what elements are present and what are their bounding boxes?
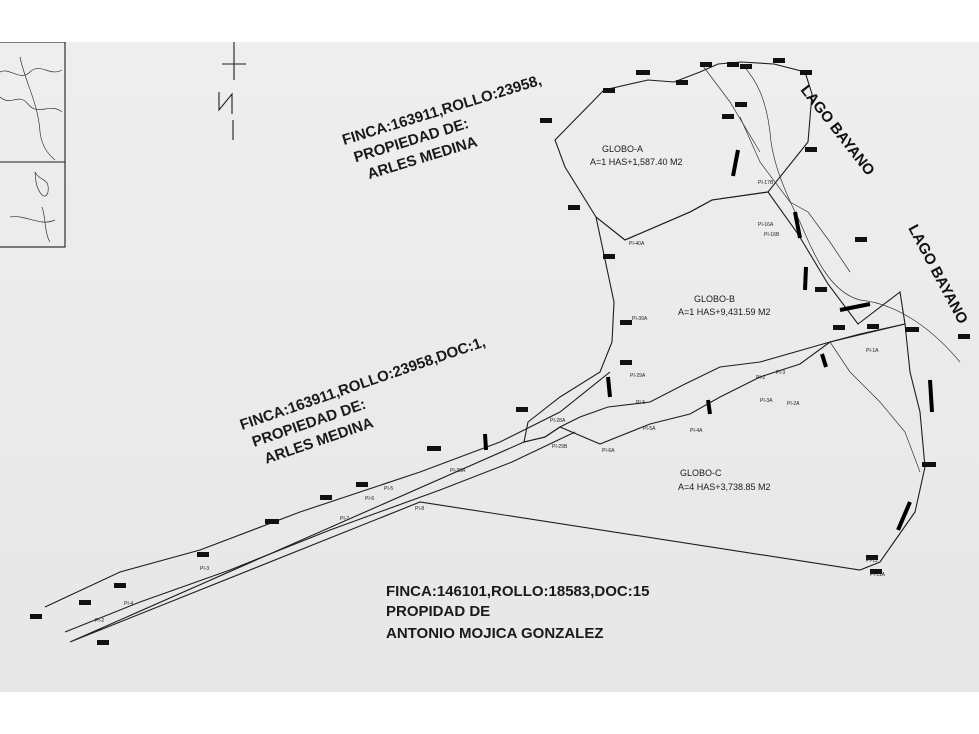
svg-text:PI-30A: PI-30A	[450, 468, 466, 474]
svg-text:PI-3: PI-3	[200, 566, 209, 572]
survey-monument-marks	[483, 149, 934, 531]
svg-text:PI-1A: PI-1A	[866, 348, 879, 354]
svg-text:PI-3: PI-3	[776, 370, 785, 376]
lake-shoreline	[741, 63, 961, 363]
svg-text:PI-4A: PI-4A	[690, 428, 703, 434]
vertex-tags	[30, 58, 970, 645]
svg-text:PI-39A: PI-39A	[632, 316, 648, 322]
parcel-label-globo-a: GLOBO-A A=1 HAS+1,587.40 M2	[590, 144, 683, 167]
svg-text:PI-6A: PI-6A	[602, 448, 615, 454]
parcel-label-globo-b: GLOBO-B A=1 HAS+9,431.59 M2	[678, 294, 771, 317]
svg-text:PI-29B: PI-29B	[552, 444, 568, 450]
point-labels: PI-17B PI-16A PI-16B PI-40A PI-39A PI-29…	[95, 180, 886, 624]
svg-text:PI-16B: PI-16B	[764, 232, 780, 238]
parcel-boundary-globo-c	[69, 323, 926, 643]
survey-plan-sheet: PI-17B PI-16A PI-16B PI-40A PI-39A PI-29…	[0, 42, 979, 692]
svg-text:PI-40A: PI-40A	[629, 241, 645, 247]
svg-text:PI-17B: PI-17B	[758, 180, 774, 186]
svg-text:PI-2: PI-2	[756, 375, 765, 381]
svg-text:PI-5: PI-5	[636, 400, 645, 406]
svg-text:A=1 HAS+9,431.59 M2: A=1 HAS+9,431.59 M2	[678, 307, 771, 317]
svg-text:PI-11A: PI-11A	[870, 572, 886, 578]
svg-text:PROPIDAD DE: PROPIDAD DE	[386, 603, 490, 620]
svg-text:PI-6: PI-6	[365, 496, 374, 502]
svg-text:PI-2A: PI-2A	[787, 401, 800, 407]
svg-text:PI-2: PI-2	[95, 618, 104, 624]
svg-text:PI-29A: PI-29A	[630, 373, 646, 379]
lake-label-2: LAGO BAYANO	[904, 222, 971, 327]
survey-map: PI-17B PI-16A PI-16B PI-40A PI-39A PI-29…	[0, 42, 971, 645]
location-inset-map	[0, 42, 66, 248]
svg-text:PI-7: PI-7	[340, 516, 349, 522]
owner-block-north: FINCA:163911,ROLLO:23958, PROPIEDAD DE: …	[340, 72, 543, 183]
owner-block-south: FINCA:146101,ROLLO:18583,DOC:15 PROPIDAD…	[386, 583, 649, 642]
svg-text:PI-16A: PI-16A	[758, 222, 774, 228]
svg-text:PI-3A: PI-3A	[760, 398, 773, 404]
svg-text:ANTONIO MOJICA GONZALEZ: ANTONIO MOJICA GONZALEZ	[386, 625, 604, 642]
svg-text:PI-4: PI-4	[124, 601, 133, 607]
svg-text:PI-5A: PI-5A	[643, 426, 656, 432]
svg-text:A=1 HAS+1,587.40 M2: A=1 HAS+1,587.40 M2	[590, 157, 683, 167]
north-arrow	[218, 42, 246, 140]
svg-text:PI-8: PI-8	[415, 506, 424, 512]
svg-text:GLOBO-C: GLOBO-C	[680, 468, 722, 478]
svg-text:GLOBO-B: GLOBO-B	[694, 294, 735, 304]
svg-text:FINCA:146101,ROLLO:18583,DOC:1: FINCA:146101,ROLLO:18583,DOC:15	[386, 583, 649, 600]
svg-text:A=4 HAS+3,738.85 M2: A=4 HAS+3,738.85 M2	[678, 482, 771, 492]
parcel-label-globo-c: GLOBO-C A=4 HAS+3,738.85 M2	[678, 468, 771, 492]
svg-text:PI-5: PI-5	[384, 486, 393, 492]
parcel-boundary-globo-b	[523, 191, 906, 443]
svg-text:GLOBO-A: GLOBO-A	[602, 144, 643, 154]
parcel-boundary-globo-a	[554, 61, 813, 241]
svg-text:PI-11: PI-11	[866, 558, 878, 564]
owner-block-west: FINCA:163911,ROLLO:23958,DOC:1, PROPIEDA…	[238, 334, 488, 468]
access-road	[44, 371, 611, 633]
svg-text:PI-28A: PI-28A	[550, 418, 566, 424]
